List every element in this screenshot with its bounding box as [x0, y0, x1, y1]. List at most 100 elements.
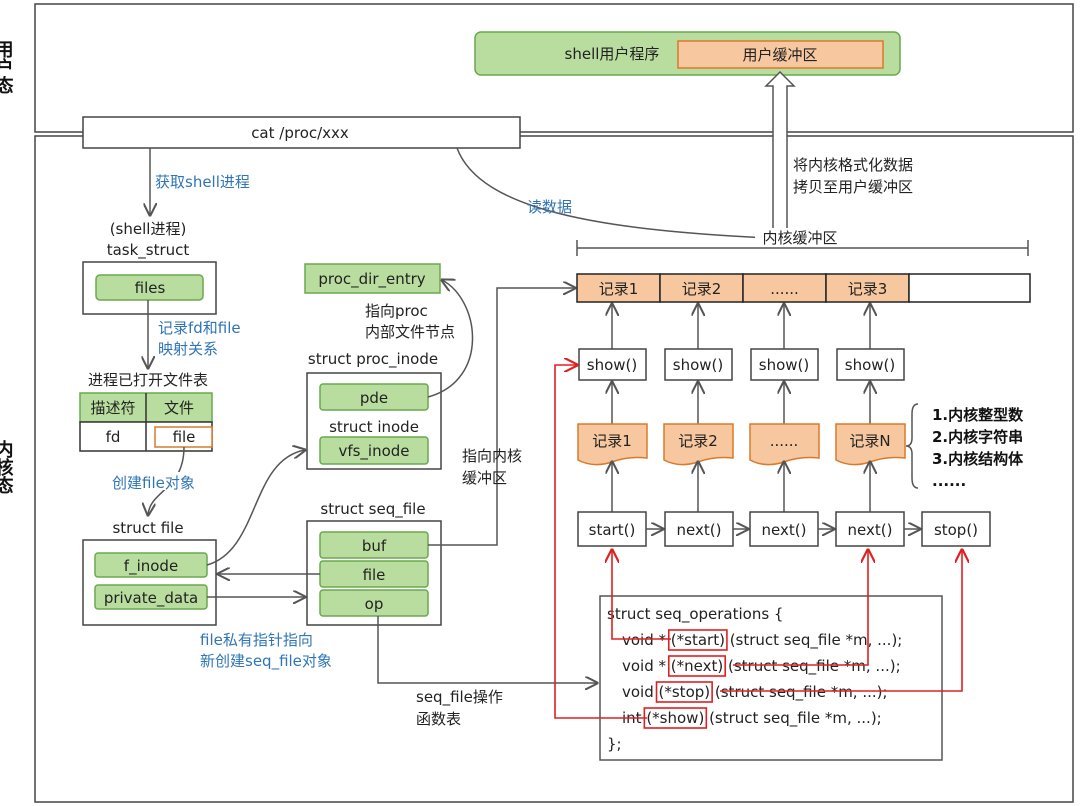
record-type-item: 3.内核结构体: [932, 450, 1024, 468]
next-link: [733, 550, 868, 666]
seq-op-suffix: (struct seq_file *m, ...);: [710, 683, 887, 702]
pde-label: pde: [360, 389, 388, 407]
show-call-box: [664, 348, 733, 381]
header-file: 文件: [164, 399, 194, 417]
stop-link: [720, 550, 962, 692]
proc-inode-title: struct proc_inode: [308, 350, 438, 369]
record-type-item: 2.内核字符串: [932, 428, 1023, 446]
seq-op-fn: (*next): [671, 657, 723, 675]
kernel-buffer-label: 内核缓冲区: [762, 229, 837, 247]
header-descriptor: 描述符: [90, 399, 135, 417]
seq-op-suffix: (struct seq_file *m, ...);: [723, 657, 900, 676]
f-inode-to-vfs-arrow: [206, 450, 305, 566]
struct-file-title: struct file: [112, 519, 183, 537]
kernel-space-region: [34, 135, 1074, 803]
record-label: 记录N: [849, 432, 890, 450]
buf-label: buf: [362, 537, 387, 555]
seq-op-fn: (*start): [671, 631, 725, 649]
record-types-brace: [905, 403, 919, 489]
buffer-cell: [825, 273, 910, 303]
ops-table-label-2: 函数表: [416, 710, 461, 728]
seq-op-line: int (*show) (struct seq_file *m, ...);: [622, 709, 882, 728]
seq-operations-box: [599, 595, 943, 761]
get-shell-label: 获取shell进程: [155, 173, 250, 191]
seq-file-title: struct seq_file: [320, 500, 425, 519]
ops-table-label-1: seq_file操作: [416, 688, 503, 707]
private-ptr-label-2: 新创建seq_file对象: [200, 652, 332, 671]
cat-command-text: cat /proc/xxx: [251, 124, 349, 142]
seq-op-prefix: void *: [622, 657, 671, 675]
svg-text:用户态: 用户态: [0, 40, 14, 94]
fn-highlight-box: [667, 629, 728, 651]
buffer-cell-label: 记录2: [682, 280, 722, 298]
iter-call-label: next(): [848, 521, 893, 539]
copy-to-user-arrow: [764, 70, 796, 240]
seq-op-line: void * (*start) (struct seq_file *m, ...…: [622, 631, 902, 650]
op-label: op: [365, 595, 384, 613]
buffer-cell: [742, 273, 827, 303]
proc-dir-entry-label: proc_dir_entry: [318, 270, 425, 289]
vfs-inode-label: vfs_inode: [338, 442, 409, 461]
task-caption-2: task_struct: [107, 241, 190, 260]
create-file-label: 创建file对象: [112, 474, 195, 492]
point-proc-label-1: 指向proc: [365, 302, 428, 320]
svg-text:内核态: 内核态: [0, 439, 14, 494]
show-calls: show() show() show() show(): [578, 304, 905, 381]
point-proc-label-2: 内部文件节点: [365, 323, 455, 341]
cell-fd: fd: [106, 428, 121, 446]
show-call-box: [578, 348, 647, 381]
show-call-label: show(): [587, 356, 637, 374]
show-call-box: [750, 348, 819, 381]
kernel-buffer-bracket: [576, 240, 1029, 256]
cat-command-bar: [82, 116, 521, 149]
seq-op-suffix: (struct seq_file *m, ...);: [704, 709, 881, 728]
buffer-cell-label: ......: [770, 280, 799, 298]
buffer-cell: [659, 273, 744, 303]
iterator-calls: start()next()next()next()stop(): [577, 511, 991, 547]
kernel-region-label: 内核态: [0, 439, 14, 494]
show-link: [554, 365, 647, 719]
buffer-cell-label: 记录3: [848, 280, 888, 298]
iter-call-box: [921, 511, 991, 547]
seq-op-prefix: void: [622, 683, 659, 701]
iter-call-box: [835, 511, 905, 547]
record-type-item: ......: [932, 472, 966, 490]
buffer-cell: [908, 273, 1031, 303]
start-link: [612, 550, 671, 640]
file-label: file: [363, 566, 386, 584]
seq-ops-open: struct seq_operations {: [607, 605, 783, 624]
iter-call-label: next(): [762, 521, 807, 539]
seq-ops-close: };: [607, 735, 622, 753]
cell-file: file: [173, 428, 196, 446]
private-ptr-label-1: file私有指针指向: [200, 631, 313, 649]
op-field: [319, 589, 429, 617]
fn-highlight-box: [667, 655, 727, 677]
vfs-inode-field: [319, 436, 429, 465]
iter-call-box: [577, 511, 647, 547]
pde-to-entry-arrow: [427, 280, 474, 398]
files-field: [95, 274, 204, 301]
show-call-label: show(): [845, 356, 895, 374]
seq-op-fn: (*stop): [659, 683, 711, 701]
files-label: files: [135, 279, 166, 297]
iter-call-label: stop(): [934, 521, 978, 539]
record-label: ......: [770, 432, 799, 450]
copy-label-1: 将内核格式化数据: [793, 156, 913, 174]
read-data-label: 读数据: [527, 198, 572, 216]
seq-op-fn: (*show): [646, 709, 704, 727]
show-call-label: show(): [673, 356, 723, 374]
fd-table-title: 进程已打开文件表: [88, 371, 208, 389]
buffer-cell: [576, 273, 661, 303]
f-inode-label: f_inode: [124, 557, 178, 576]
iter-call-label: start(): [589, 521, 636, 539]
seq-op-line: void (*stop) (struct seq_file *m, ...);: [622, 683, 888, 702]
record-type-item: 1.内核整型数: [932, 406, 1024, 424]
user-buffer-label: 用户缓冲区: [742, 46, 817, 64]
record-label: 记录2: [678, 432, 718, 450]
show-call-label: show(): [759, 356, 809, 374]
task-caption-1: (shell进程): [110, 220, 187, 238]
show-call-box: [836, 348, 905, 381]
record-map-label-2: 映射关系: [158, 340, 218, 358]
